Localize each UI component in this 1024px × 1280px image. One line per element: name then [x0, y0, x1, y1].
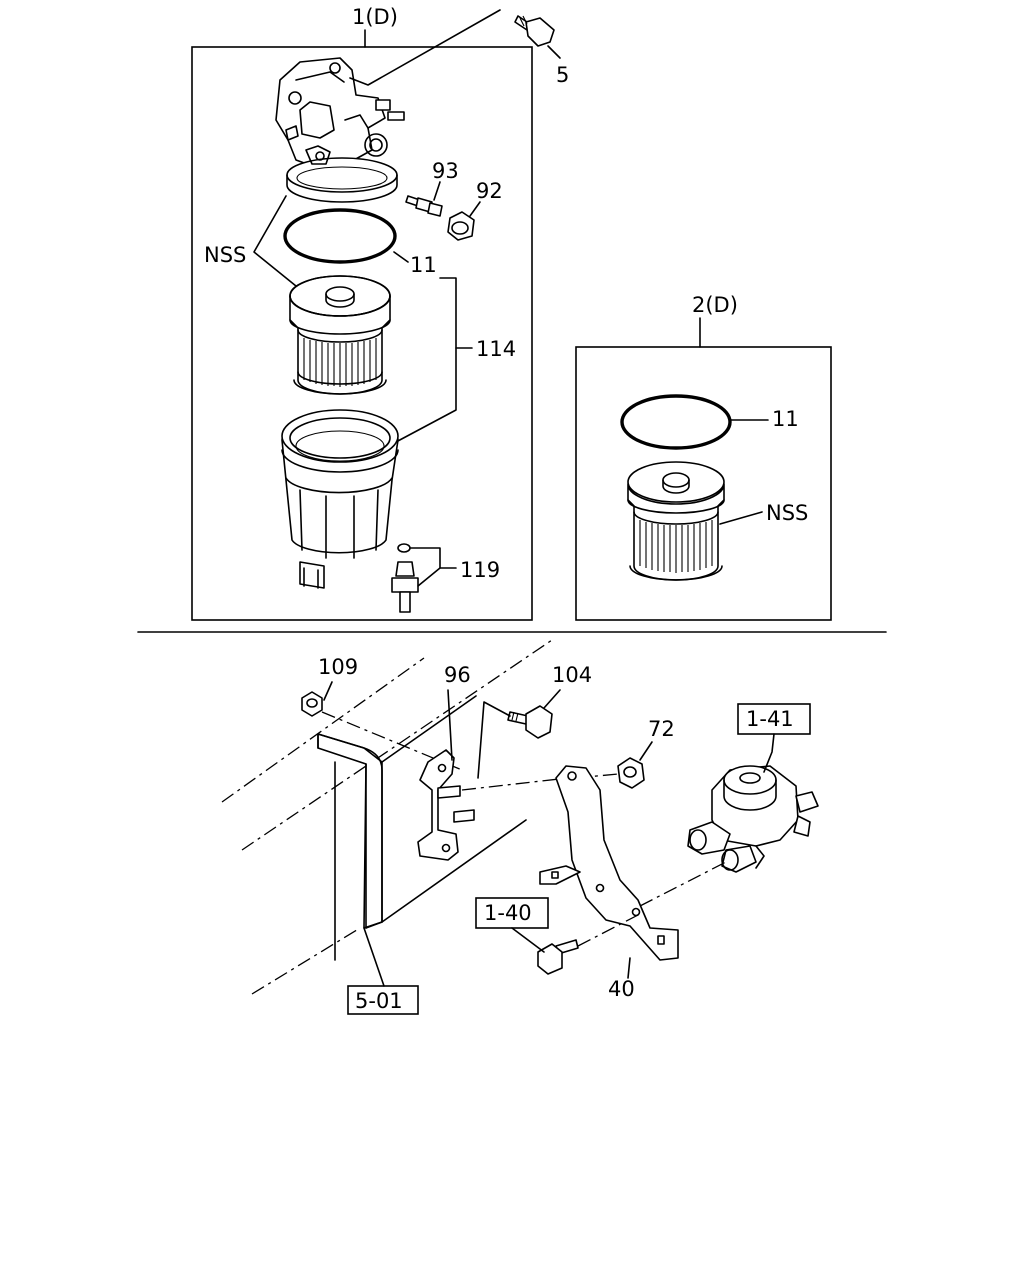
label-ref-1-40: 1-40: [484, 901, 532, 925]
service-kit-frame: [575, 346, 832, 621]
label-ref-1-41: 1-41: [746, 707, 794, 731]
label-part-5: 5: [556, 63, 569, 87]
label-part-40: 40: [608, 977, 635, 1001]
label-part-72: 72: [648, 717, 675, 741]
nut-109: [301, 691, 323, 717]
label-part-104: 104: [552, 663, 592, 687]
label-assembly-2: 2(D): [692, 293, 738, 317]
filter-element: [289, 275, 391, 395]
regulator-1-41: [687, 765, 819, 873]
ref-box-1-40: [475, 897, 549, 929]
label-part-114: 114: [476, 337, 516, 361]
label-nss-right: NSS: [766, 501, 808, 525]
label-part-92: 92: [476, 179, 503, 203]
plug-92: [447, 201, 481, 241]
o-ring-11: [283, 208, 397, 264]
vent-screw-93: [405, 181, 443, 217]
label-assembly-1: 1(D): [352, 5, 398, 29]
label-part-11-left: 11: [410, 253, 437, 277]
ref-box-1-41: [737, 703, 811, 735]
label-part-109: 109: [318, 655, 358, 679]
filter-head: [275, 57, 405, 203]
o-ring-11-kit: [620, 394, 732, 450]
ref-box-5-01: [347, 985, 419, 1015]
label-part-93: 93: [432, 159, 459, 183]
bolt-104: [507, 705, 553, 739]
filter-bowl: [281, 409, 399, 589]
filter-element-kit: [627, 461, 725, 581]
bracket-96: [417, 749, 475, 861]
label-nss-left: NSS: [204, 243, 246, 267]
label-part-119: 119: [460, 558, 500, 582]
bolt-5: [514, 15, 555, 47]
bracket-40: [539, 765, 679, 961]
bolt-1-40: [537, 939, 579, 975]
frame-rail: [221, 639, 553, 995]
filter-assembly-frame: [191, 46, 533, 621]
label-part-11-right: 11: [772, 407, 799, 431]
drain-plug-119: [391, 543, 419, 613]
label-ref-5-01: 5-01: [355, 989, 403, 1013]
nut-72: [617, 757, 645, 789]
label-part-96: 96: [444, 663, 471, 687]
